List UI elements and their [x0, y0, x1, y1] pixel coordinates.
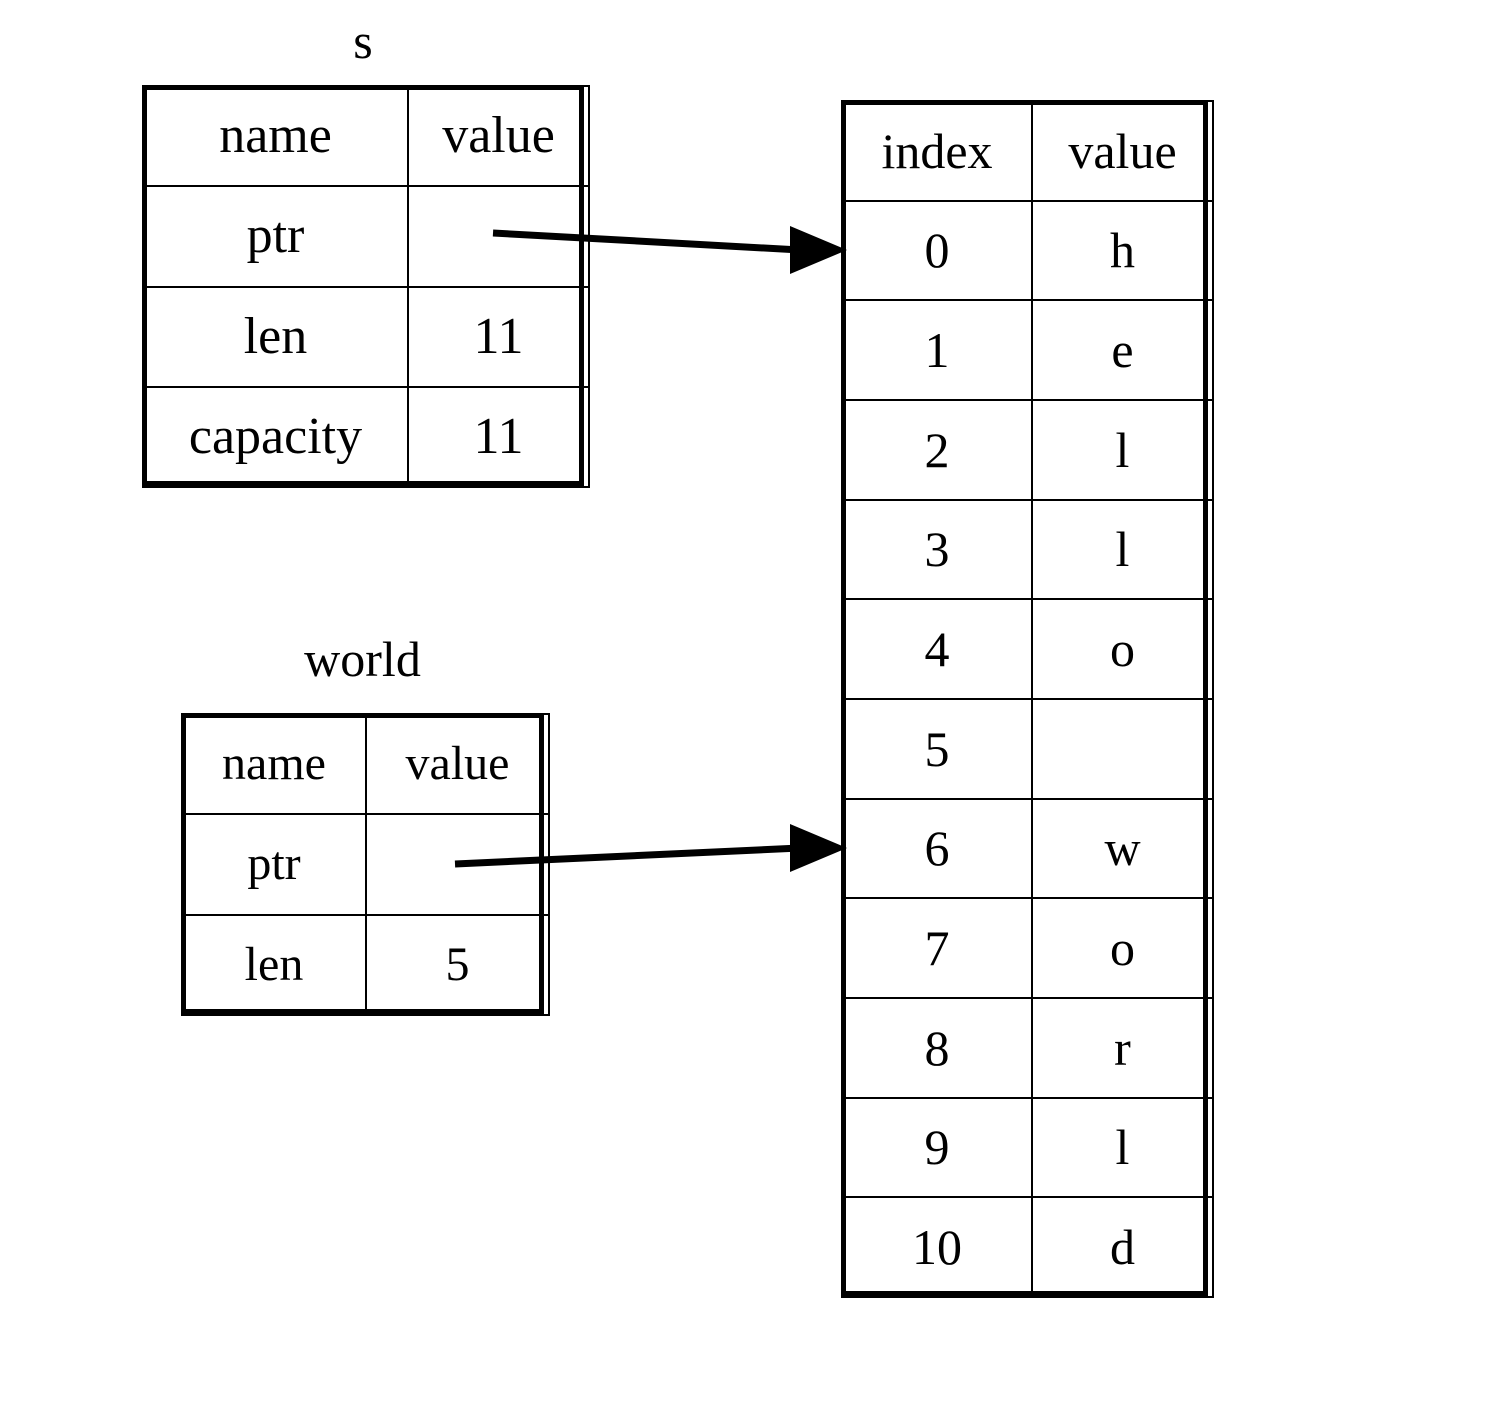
- table-row: len 5: [181, 913, 550, 1016]
- buffer-cell-value: d: [1031, 1196, 1214, 1298]
- buffer-cell-index: 5: [841, 697, 1033, 800]
- s-row-ptr-value: [407, 185, 590, 288]
- table-row: 5: [841, 697, 1214, 800]
- buffer-cell-index: 9: [841, 1096, 1033, 1199]
- buffer-cell-value: o: [1031, 598, 1214, 700]
- buffer-cell-index: 1: [841, 299, 1033, 401]
- world-struct-table: name value ptr len 5: [181, 712, 550, 1016]
- s-row-ptr-name: ptr: [142, 185, 409, 288]
- buffer-header-value: value: [1031, 100, 1214, 202]
- buffer-cell-value: e: [1031, 299, 1214, 401]
- world-header-value: value: [365, 712, 550, 816]
- buffer-cell-value: o: [1031, 897, 1214, 999]
- s-header-name: name: [142, 84, 409, 188]
- world-row-ptr-name: ptr: [181, 813, 367, 916]
- table-row: ptr: [181, 813, 550, 916]
- buffer-cell-value: l: [1031, 498, 1214, 601]
- table-row-header: name value: [181, 712, 550, 816]
- s-struct-title: s: [353, 13, 373, 69]
- table-row: len 11: [142, 285, 590, 388]
- buffer-cell-value: [1031, 697, 1214, 800]
- table-row: ptr: [142, 185, 590, 288]
- buffer-cell-value: l: [1031, 398, 1214, 501]
- buffer-cell-index: 7: [841, 897, 1033, 999]
- buffer-cell-index: 0: [841, 199, 1033, 302]
- buffer-cell-index: 10: [841, 1196, 1033, 1298]
- buffer-header-index: index: [841, 100, 1033, 202]
- world-row-len-name: len: [181, 913, 367, 1016]
- world-row-ptr-value: [365, 813, 550, 916]
- buffer-cell-index: 4: [841, 598, 1033, 700]
- buffer-cell-value: r: [1031, 996, 1214, 1099]
- s-row-len-value: 11: [407, 285, 590, 388]
- table-row-header: name value: [142, 84, 590, 188]
- s-row-capacity-name: capacity: [142, 385, 409, 489]
- buffer-cell-index: 2: [841, 398, 1033, 501]
- buffer-cell-value: l: [1031, 1096, 1214, 1199]
- buffer-cell-value: w: [1031, 797, 1214, 900]
- buffer-cell-index: 3: [841, 498, 1033, 601]
- s-struct-table: name value ptr len 11 capacity 11: [142, 84, 590, 489]
- s-header-value: value: [407, 84, 590, 188]
- world-header-name: name: [181, 712, 367, 816]
- table-row: capacity 11: [142, 385, 590, 489]
- world-struct-title: world: [304, 631, 421, 687]
- buffer-cell-index: 6: [841, 797, 1033, 900]
- world-row-len-value: 5: [365, 913, 550, 1016]
- s-row-capacity-value: 11: [407, 385, 590, 489]
- buffer-cell-value: h: [1031, 199, 1214, 302]
- buffer-cell-index: 8: [841, 996, 1033, 1099]
- table-row-header: index value: [841, 100, 1214, 202]
- s-row-len-name: len: [142, 285, 409, 388]
